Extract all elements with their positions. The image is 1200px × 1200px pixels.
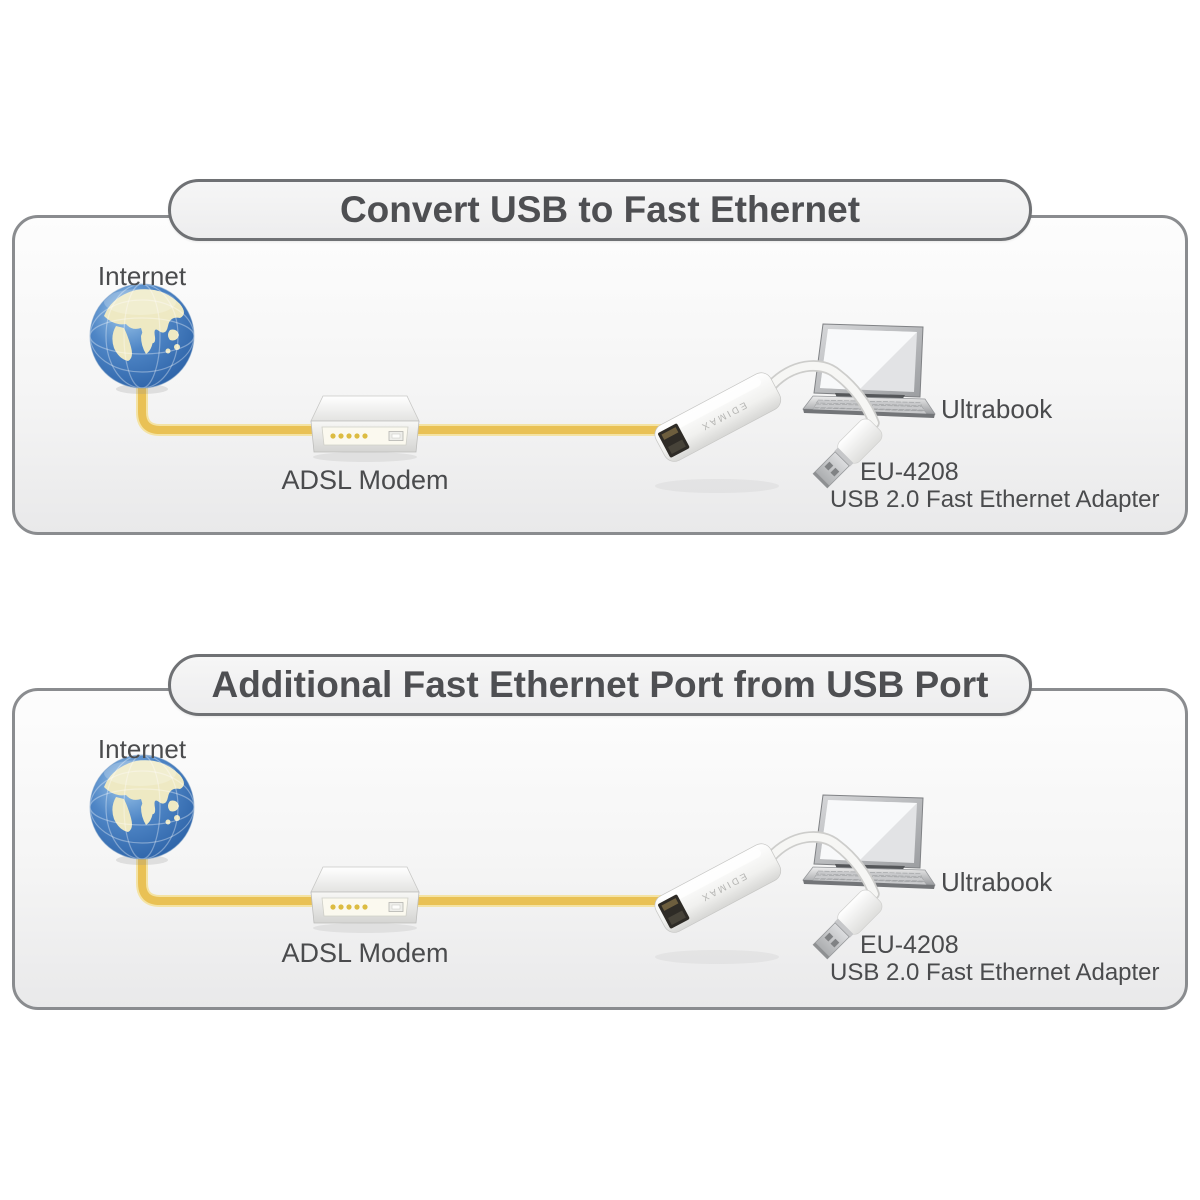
- ultrabook-label: Ultrabook: [941, 394, 1053, 424]
- ethernet-cable-line: [138, 376, 665, 434]
- adapter-model-label: EU-4208: [860, 931, 959, 959]
- adsl-modem-icon: [310, 866, 420, 934]
- panel-convert-usb: EDIMAX Internet ADSL Modem Ultrabook EU-…: [12, 215, 1188, 535]
- adsl-modem-label: ADSL Modem: [281, 938, 449, 968]
- panel-additional-port: EDIMAX Internet ADSL Modem Ultrabook EU-…: [12, 688, 1188, 1010]
- adapter-description-label: USB 2.0 Fast Ethernet Adapter: [830, 959, 1160, 986]
- usb-adapter-with-cable-icon: [651, 366, 885, 493]
- ultrabook-label: Ultrabook: [941, 867, 1053, 897]
- globe-icon: [90, 284, 194, 394]
- internet-label: Internet: [97, 734, 187, 764]
- ethernet-cable-line: [138, 847, 665, 905]
- network-diagram-scene-1: EDIMAX: [15, 218, 936, 532]
- internet-label: Internet: [97, 261, 187, 291]
- adapter-description-label: USB 2.0 Fast Ethernet Adapter: [830, 486, 1160, 513]
- adsl-modem-icon: [310, 395, 420, 463]
- panel-title-1: Convert USB to Fast Ethernet: [339, 189, 861, 230]
- panel-title-pill-2: Additional Fast Ethernet Port from USB P…: [168, 654, 1032, 716]
- adapter-model-label: EU-4208: [860, 458, 959, 486]
- globe-icon: [90, 755, 194, 865]
- usb-adapter-with-cable-icon: [651, 837, 885, 964]
- network-diagram-scene-2: EDIMAX: [15, 691, 936, 1007]
- adsl-modem-label: ADSL Modem: [281, 465, 449, 495]
- panel-title-pill-1: Convert USB to Fast Ethernet: [168, 179, 1032, 241]
- panel-title-2: Additional Fast Ethernet Port from USB P…: [211, 664, 989, 705]
